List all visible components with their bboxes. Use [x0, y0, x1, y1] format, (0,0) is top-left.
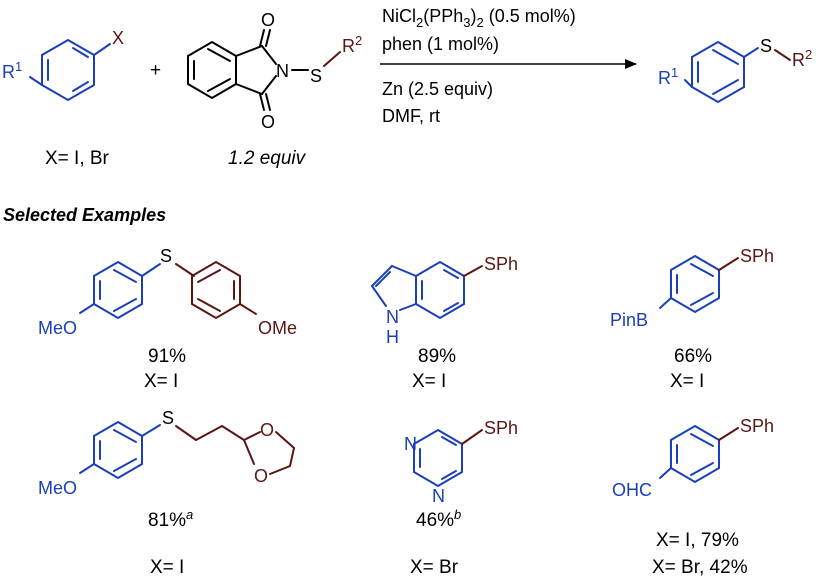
example-6-x-br: X= Br, 42% [652, 557, 748, 578]
example-6-sph: SPh [740, 416, 774, 436]
example-4-o-bottom: O [254, 466, 268, 486]
condition-reductant: Zn (2.5 equiv) [382, 79, 493, 99]
example-3-structure: SPh PinB [610, 246, 774, 330]
example-4-structure: S O O MeO [38, 408, 295, 498]
example-1-structure: S MeO OMe [38, 246, 297, 338]
example-5-sph: SPh [484, 418, 518, 438]
reagent-r2: R2 [342, 33, 362, 56]
example-6-ohc: OHC [612, 480, 652, 500]
example-1-s: S [160, 246, 172, 266]
example-2-yield: 89% [418, 346, 456, 367]
condition-solvent: DMF, rt [382, 106, 440, 126]
aryl-r1-label: R1 [2, 59, 22, 82]
section-title: Selected Examples [3, 205, 166, 225]
example-5-yield: 46%b [416, 507, 461, 531]
example-2-x: X= I [412, 371, 446, 392]
plus-sign: + [150, 60, 161, 81]
reagent-o-bottom: O [261, 112, 275, 132]
product-r2-label: R2 [792, 47, 812, 70]
example-3-sph: SPh [740, 246, 774, 266]
example-4-s: S [162, 408, 174, 428]
example-3-pinb: PinB [610, 310, 648, 330]
condition-catalyst: NiCl2(PPh3)2 (0.5 mol%) [382, 6, 576, 30]
product-r1-label: R1 [658, 65, 678, 88]
example-3-x: X= I [670, 371, 704, 392]
example-5-structure: SPh N N [404, 418, 518, 506]
example-5-n-bottom: N [432, 486, 445, 506]
aryl-halide-structure: R1 X [2, 28, 124, 102]
example-1-meo: MeO [38, 318, 77, 338]
example-1-ome: OMe [258, 318, 297, 338]
example-1-yield: 91% [148, 346, 186, 367]
product-s: S [760, 36, 772, 56]
example-2-structure: N H SPh [371, 254, 518, 347]
example-5-x: X= Br [410, 557, 459, 578]
example-4-o-top: O [260, 420, 274, 440]
example-2-h: H [386, 327, 399, 347]
reagent-n: N [276, 61, 289, 81]
example-5-n-top: N [404, 434, 417, 454]
reagent-o-top: O [261, 10, 275, 30]
example-4-meo: MeO [38, 478, 77, 498]
example-3-yield: 66% [674, 346, 712, 367]
example-4-x: X= I [150, 557, 184, 578]
example-2-n: N [386, 307, 399, 327]
aryl-x-label: X [112, 28, 124, 48]
example-4-yield: 81%a [148, 507, 193, 531]
reagent-s: S [310, 66, 322, 86]
example-6-x-i: X= I, 79% [656, 530, 739, 551]
equiv-label: 1.2 equiv [228, 148, 307, 169]
x-scope-label: X= I, Br [45, 148, 110, 169]
example-1-x: X= I [144, 371, 178, 392]
example-6-structure: SPh OHC [612, 416, 774, 500]
example-2-sph: SPh [484, 254, 518, 274]
condition-ligand: phen (1 mol%) [382, 34, 499, 54]
product-structure: R1 S R2 [658, 36, 812, 104]
thiophthalimide-structure: O O N S R2 [187, 10, 362, 132]
reaction-conditions: NiCl2(PPh3)2 (0.5 mol%) phen (1 mol%) Zn… [380, 6, 637, 126]
